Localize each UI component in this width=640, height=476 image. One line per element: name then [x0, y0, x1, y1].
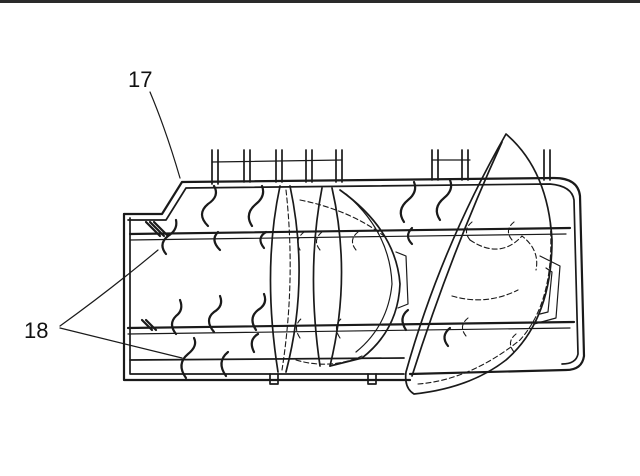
rack-frame — [124, 178, 584, 384]
leader-line-18-lower — [60, 328, 182, 358]
holders-upper-row — [162, 180, 451, 254]
leader-lines — [60, 92, 182, 358]
reference-numeral-17: 17 — [128, 67, 152, 92]
reference-numeral-18: 18 — [24, 318, 48, 343]
large-cone-dish — [406, 134, 560, 394]
plates — [270, 186, 408, 372]
leader-line-18-upper — [60, 250, 158, 326]
hidden-holders — [296, 222, 516, 352]
leader-line-17 — [150, 92, 180, 178]
